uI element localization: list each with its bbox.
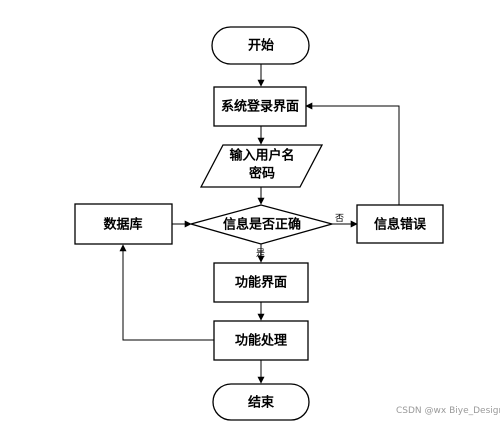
check-label: 信息是否正确 [223,217,301,233]
login-node: 系统登录界面 [213,86,307,127]
edge-error-login [305,102,400,205]
check-node: 信息是否正确 [188,204,335,245]
start-node: 开始 [211,26,310,65]
function-proc-label: 功能处理 [235,333,287,349]
login-label: 系统登录界面 [221,99,299,115]
error-node: 信息错误 [356,204,444,244]
function-proc-node: 功能处理 [213,320,309,361]
database-node: 数据库 [74,203,173,245]
input-label-line2: 密码 [248,166,275,182]
database-label: 数据库 [103,217,142,233]
end-terminator [212,383,310,421]
input-node: 输入用户名 密码 [199,144,324,188]
function-proc-box [213,320,309,361]
login-box [213,86,307,127]
check-diamond [188,204,335,245]
watermark: CSDN @wx Biye_Design [396,406,500,416]
function-ui-node: 功能界面 [213,262,309,303]
end-node: 结束 [212,383,310,421]
end-label: 结束 [248,395,275,411]
start-label: 开始 [248,38,274,54]
edge-label-no: 否 [335,213,344,224]
edge-label-yes: 是 [256,248,265,259]
edges [119,64,400,384]
start-terminator [211,26,310,65]
input-parallelogram [199,144,324,188]
function-ui-box [213,262,309,303]
error-label: 信息错误 [374,217,427,233]
edge-proc-database [119,244,214,341]
error-box [356,204,444,244]
input-label-line1: 输入用户名 [229,148,294,164]
function-ui-label: 功能界面 [235,275,287,291]
database-box [74,203,173,245]
